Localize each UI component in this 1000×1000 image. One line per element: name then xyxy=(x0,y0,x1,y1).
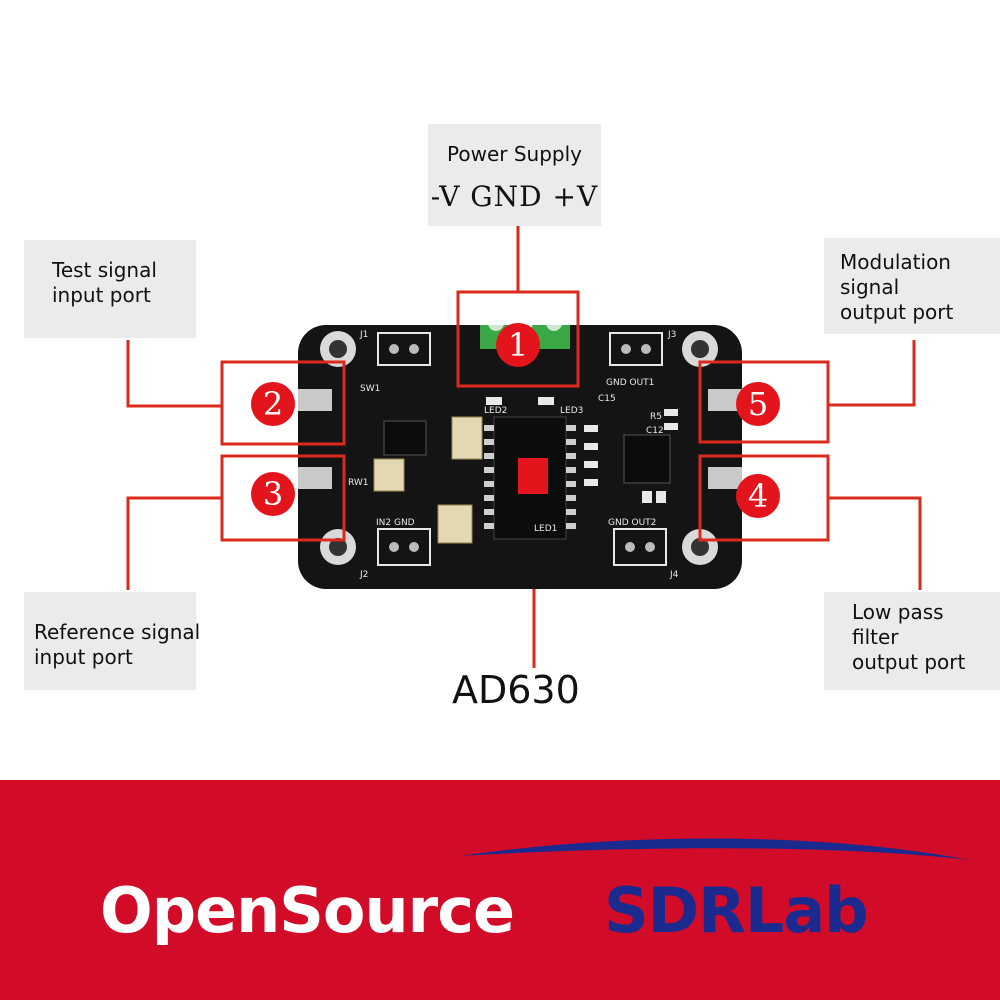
power-supply-label: Power Supply -V GND +V xyxy=(428,124,601,226)
marker-3: 3 xyxy=(251,472,295,516)
marker-3-text: 3 xyxy=(263,475,283,513)
silk-c12: C12 xyxy=(646,426,664,436)
modulation-signal-line3: output port xyxy=(840,300,954,324)
switch-ic xyxy=(383,420,427,456)
chip-highlight xyxy=(518,458,548,494)
silk-j3: J3 xyxy=(667,330,676,340)
silk-rw1: RW1 xyxy=(348,478,369,488)
trimmer-pots xyxy=(373,416,483,544)
modulation-signal-line1: Modulation xyxy=(840,250,951,274)
modulation-signal-label: Modulation signal output port xyxy=(824,238,1000,334)
highlight-lowpass xyxy=(698,454,830,542)
highlight-modulation xyxy=(698,360,830,444)
silk-led3: LED3 xyxy=(560,406,583,416)
low-pass-line1: Low pass xyxy=(852,600,944,624)
silk-led2: LED2 xyxy=(484,406,507,416)
marker-4-text: 4 xyxy=(748,477,768,515)
power-supply-title: Power Supply xyxy=(447,142,582,166)
smd-components xyxy=(486,397,678,503)
header-blocks xyxy=(377,332,667,566)
reference-signal-line2: input port xyxy=(34,645,133,669)
sma-connector-lowpass xyxy=(708,467,742,489)
highlight-reference xyxy=(220,454,346,542)
test-signal-line2: input port xyxy=(52,283,151,307)
marker-1-text: 1 xyxy=(508,326,528,364)
modulation-signal-line2: signal xyxy=(840,275,900,299)
opamp-ic xyxy=(623,434,671,484)
marker-5-text: 5 xyxy=(748,385,768,423)
test-signal-line1: Test signal xyxy=(52,258,157,282)
callout-line-modulation xyxy=(828,340,916,407)
low-pass-filter-label: Low pass filter output port xyxy=(824,592,1000,690)
number-markers: 1 2 3 4 5 xyxy=(251,323,780,518)
header-pins xyxy=(389,344,655,552)
silk-j4: J4 xyxy=(669,570,679,580)
callout-line-lowpass xyxy=(828,496,922,590)
silk-gnd-out1: GND OUT1 xyxy=(606,378,654,388)
silk-led1: LED1 xyxy=(534,524,557,534)
brand-swoosh xyxy=(460,838,970,860)
silk-sw1: SW1 xyxy=(360,384,380,394)
sma-connectors xyxy=(298,389,742,489)
callout-line-test xyxy=(126,340,222,408)
mounting-holes xyxy=(320,331,718,565)
reference-signal-label: Reference signal input port xyxy=(24,592,201,690)
highlight-power xyxy=(456,290,580,388)
silk-r5: R5 xyxy=(650,412,662,422)
low-pass-line3: output port xyxy=(852,650,966,674)
chip-label: AD630 xyxy=(452,668,580,712)
callout-line-reference xyxy=(126,496,222,590)
silk-j2: J2 xyxy=(359,570,368,580)
brand-opensource: OpenSource xyxy=(100,874,515,947)
marker-2-text: 2 xyxy=(263,385,283,423)
silk-j1: J1 xyxy=(359,330,368,340)
brand-band xyxy=(0,780,1000,1000)
diagram-area: Power Supply -V GND +V Test signal input… xyxy=(24,124,1000,712)
silk-gnd-out2: GND OUT2 xyxy=(608,518,656,528)
silk-in2-gnd: IN2 GND xyxy=(376,518,415,528)
reference-signal-line1: Reference signal xyxy=(34,620,201,644)
test-signal-label: Test signal input port xyxy=(24,240,196,338)
marker-5: 5 xyxy=(736,382,780,426)
ic-pins xyxy=(484,425,576,529)
marker-1: 1 xyxy=(496,323,540,367)
highlight-test xyxy=(220,360,346,446)
low-pass-line2: filter xyxy=(852,625,899,649)
brand-sdrlab: SDRLab xyxy=(604,874,869,947)
sma-connector-reference xyxy=(298,467,332,489)
power-supply-pins: -V GND +V xyxy=(430,180,599,213)
marker-overlay: 1 2 3 4 5 xyxy=(220,290,830,542)
sma-connector-test xyxy=(298,389,332,411)
sma-connector-modulation xyxy=(708,389,742,411)
marker-2: 2 xyxy=(251,382,295,426)
marker-4: 4 xyxy=(736,474,780,518)
silk-c15: C15 xyxy=(598,394,616,404)
